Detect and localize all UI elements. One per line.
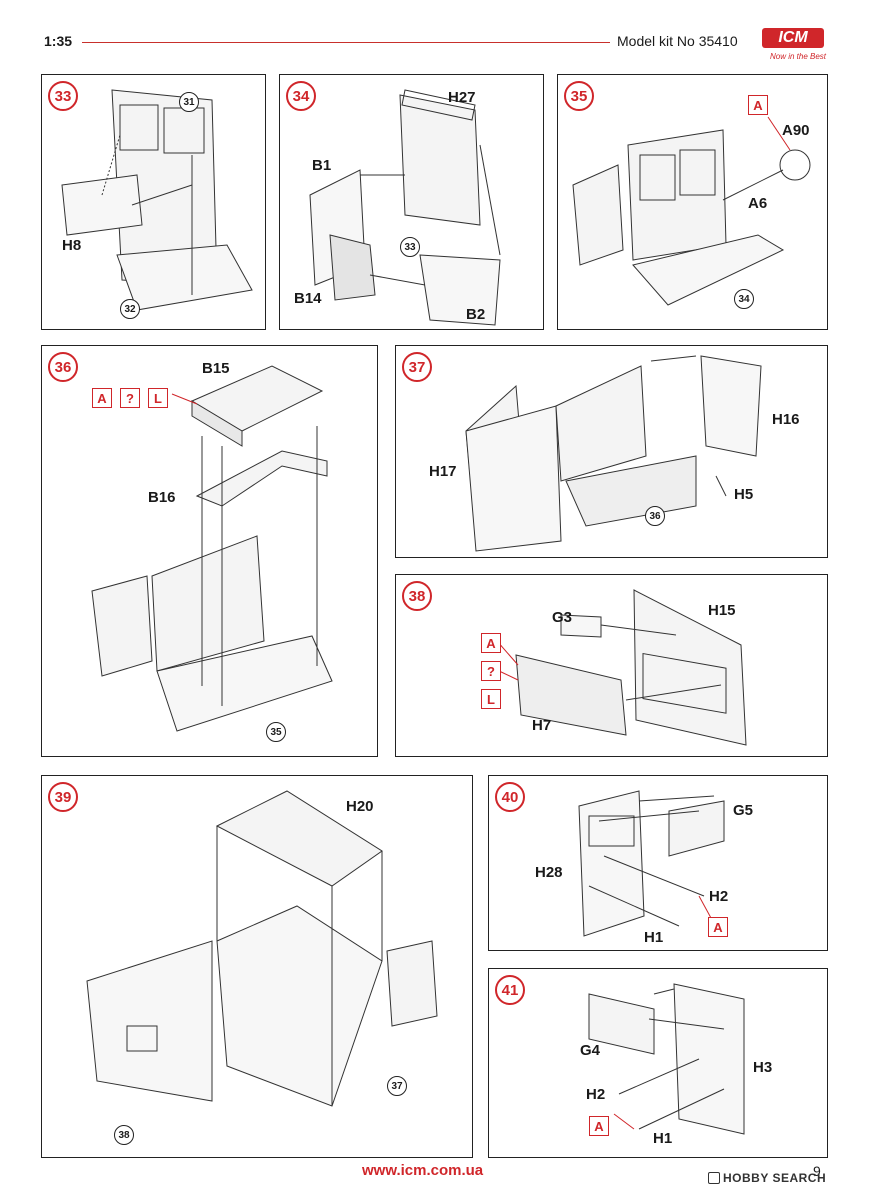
logo-text: ICM xyxy=(762,28,824,48)
part-label: H5 xyxy=(734,486,754,503)
part-label: A90 xyxy=(782,122,810,139)
ref-circle: 35 xyxy=(266,722,286,742)
part-label: A6 xyxy=(748,195,768,212)
hobby-search-icon xyxy=(708,1172,720,1184)
part-label: G5 xyxy=(733,802,754,819)
step-number: 36 xyxy=(48,352,78,382)
part-label: H1 xyxy=(644,929,664,946)
step-number: 33 xyxy=(48,81,78,111)
paint-code-box: L xyxy=(148,388,168,408)
part-label: B1 xyxy=(312,157,332,174)
header-rule xyxy=(82,42,610,43)
part-label: H8 xyxy=(62,237,82,254)
paint-code-box: L xyxy=(481,689,501,709)
watermark-text: HOBBY SEARCH xyxy=(723,1171,827,1185)
step-38-panel: 38 G3 H15 A ? L H7 xyxy=(395,574,828,757)
kit-number: Model kit No 35410 xyxy=(617,33,738,49)
step-41-panel: 41 G4 H3 H2 A H1 xyxy=(488,968,828,1158)
ref-circle: 36 xyxy=(645,506,665,526)
ref-circle: 37 xyxy=(387,1076,407,1096)
watermark: HOBBY SEARCH xyxy=(708,1171,826,1185)
part-label: G4 xyxy=(580,1042,601,1059)
ref-circle: 33 xyxy=(400,237,420,257)
step-number: 34 xyxy=(286,81,316,111)
step-number: 37 xyxy=(402,352,432,382)
paint-code-box: A xyxy=(481,633,501,653)
paint-code-box: A xyxy=(748,95,768,115)
step-35-panel: 35 A A90 A6 34 xyxy=(557,74,828,330)
part-label: B14 xyxy=(294,290,322,307)
part-label: B2 xyxy=(466,306,486,323)
step-38-drawing xyxy=(496,589,747,746)
logo-tagline: Now in the Best xyxy=(770,52,827,61)
step-37-drawing xyxy=(465,355,762,552)
step-34-drawing xyxy=(309,89,501,326)
step-35-drawing xyxy=(572,116,811,306)
paint-code-box: A xyxy=(708,917,728,937)
step-33-panel: 33 31 H8 32 xyxy=(41,74,266,330)
scale-label: 1:35 xyxy=(44,33,73,49)
step-36-panel: 36 B15 A ? L B16 35 xyxy=(41,345,378,757)
part-label: H28 xyxy=(535,864,563,881)
step-39-panel: 39 H20 37 38 xyxy=(41,775,473,1158)
part-label: H20 xyxy=(346,798,374,815)
step-33-drawing xyxy=(61,89,253,311)
ref-circle: 34 xyxy=(734,289,754,309)
paint-code-box: A xyxy=(589,1116,609,1136)
icm-logo: ICM Now in the Best xyxy=(762,28,827,72)
step-number: 39 xyxy=(48,782,78,812)
paint-code-box: ? xyxy=(481,661,501,681)
ref-circle: 38 xyxy=(114,1125,134,1145)
website-link[interactable]: www.icm.com.ua xyxy=(362,1162,484,1179)
part-label: B16 xyxy=(148,489,176,506)
part-label: H1 xyxy=(653,1130,673,1147)
step-41-drawing xyxy=(588,983,745,1135)
part-label: H3 xyxy=(753,1059,773,1076)
part-label: H17 xyxy=(429,463,457,480)
paint-code-box: ? xyxy=(120,388,140,408)
step-40-panel: 40 G5 H28 H2 A H1 xyxy=(488,775,828,951)
part-label: H2 xyxy=(586,1086,606,1103)
part-label: G3 xyxy=(552,609,573,626)
step-34-panel: 34 H27 B1 33 B14 B2 xyxy=(279,74,544,330)
step-37-panel: 37 H16 H17 H5 36 xyxy=(395,345,828,558)
part-label: H16 xyxy=(772,411,800,428)
part-label: B15 xyxy=(202,360,230,377)
step-number: 38 xyxy=(402,581,432,611)
paint-code-box: A xyxy=(92,388,112,408)
ref-circle: 31 xyxy=(179,92,199,112)
page-number: 9 xyxy=(813,1163,821,1179)
step-number: 35 xyxy=(564,81,594,111)
step-number: 41 xyxy=(495,975,525,1005)
part-label: H2 xyxy=(709,888,729,905)
step-39-drawing xyxy=(86,790,438,1107)
part-label: H15 xyxy=(708,602,736,619)
step-number: 40 xyxy=(495,782,525,812)
ref-circle: 32 xyxy=(120,299,140,319)
step-36-drawing xyxy=(91,365,333,732)
step-40-drawing xyxy=(578,790,725,937)
part-label: H7 xyxy=(532,717,552,734)
part-label: H27 xyxy=(448,89,476,106)
